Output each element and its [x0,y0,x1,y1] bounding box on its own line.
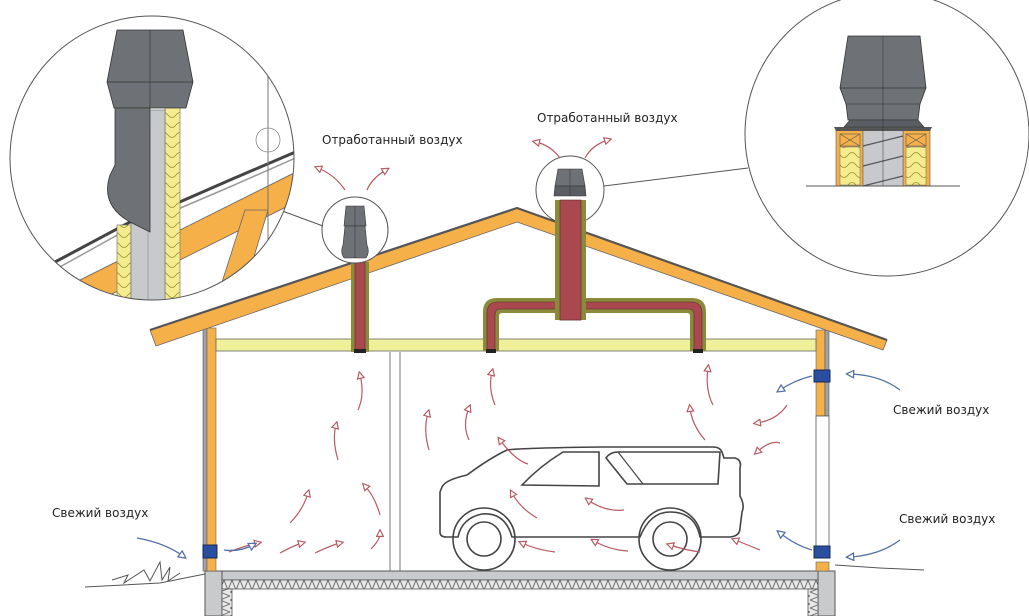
left-wall [202,327,217,572]
duct-left [351,261,369,353]
detail-callout-left [9,15,295,301]
label-exhaust-air-left: Отработанный воздух [322,133,463,147]
label-fresh-air-right-lower: Свежий воздух [899,512,996,526]
roof-vent-left [321,196,389,264]
inlet-valve-right-upper [813,369,831,383]
label-fresh-air-right-upper: Свежий воздух [893,403,990,417]
inlet-valve-right-lower [813,545,831,559]
exhaust-air-arrows [228,140,788,554]
label-exhaust-air-center: Отработанный воздух [537,111,678,125]
floor-slab [204,570,836,616]
car-outline [439,446,744,571]
detail-callout-right [744,0,1029,277]
inlet-valve-left [202,544,218,559]
roof-vent-center [535,155,605,321]
fresh-air-arrows [136,374,901,557]
grass-tuft-icon [111,560,181,585]
label-fresh-air-left: Свежий воздух [52,506,149,520]
ceiling-insulation [215,338,817,352]
wall-inlet-valves [202,369,831,559]
interior-partition [389,352,401,571]
ground-line [84,564,925,588]
roof [149,206,888,351]
right-wall [815,329,830,572]
ceiling-duct-manifold [483,298,706,353]
